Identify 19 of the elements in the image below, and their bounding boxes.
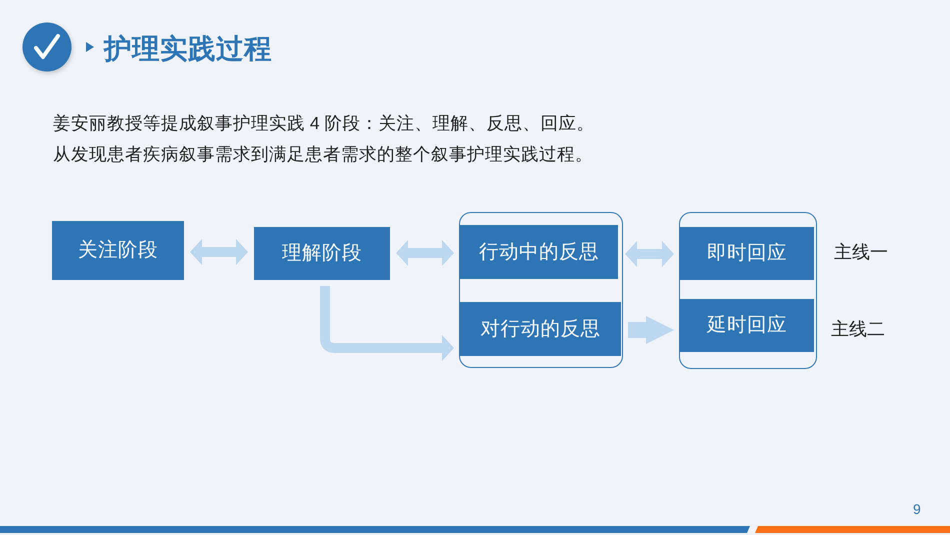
stage-box: 对行动的反思	[459, 302, 622, 356]
body-text: 从发现患者疾病叙事需求到满足患者需求的整个叙事护理实践过程。	[53, 144, 593, 165]
stage-box: 即时回应	[679, 227, 814, 280]
body-text: 姜安丽教授等提成叙事护理实践 4 阶段：关注、理解、反思、回应。	[53, 113, 594, 134]
page-number: 9	[913, 501, 921, 518]
double-arrow	[625, 241, 674, 267]
stage-box: 行动中的反思	[459, 225, 618, 280]
side-label: 主线二	[831, 319, 885, 341]
side-label: 主线一	[834, 242, 888, 264]
group-frame	[679, 212, 817, 369]
block-arrow	[320, 286, 454, 361]
stage-box: 关注阶段	[52, 221, 184, 280]
stage-box: 延时回应	[679, 299, 814, 352]
group-frame	[459, 212, 623, 368]
double-arrow	[190, 239, 248, 265]
stage-box: 理解阶段	[254, 227, 390, 280]
slide-title: 护理实践过程	[104, 34, 272, 64]
block-arrow	[628, 316, 674, 344]
double-arrow	[396, 240, 454, 266]
